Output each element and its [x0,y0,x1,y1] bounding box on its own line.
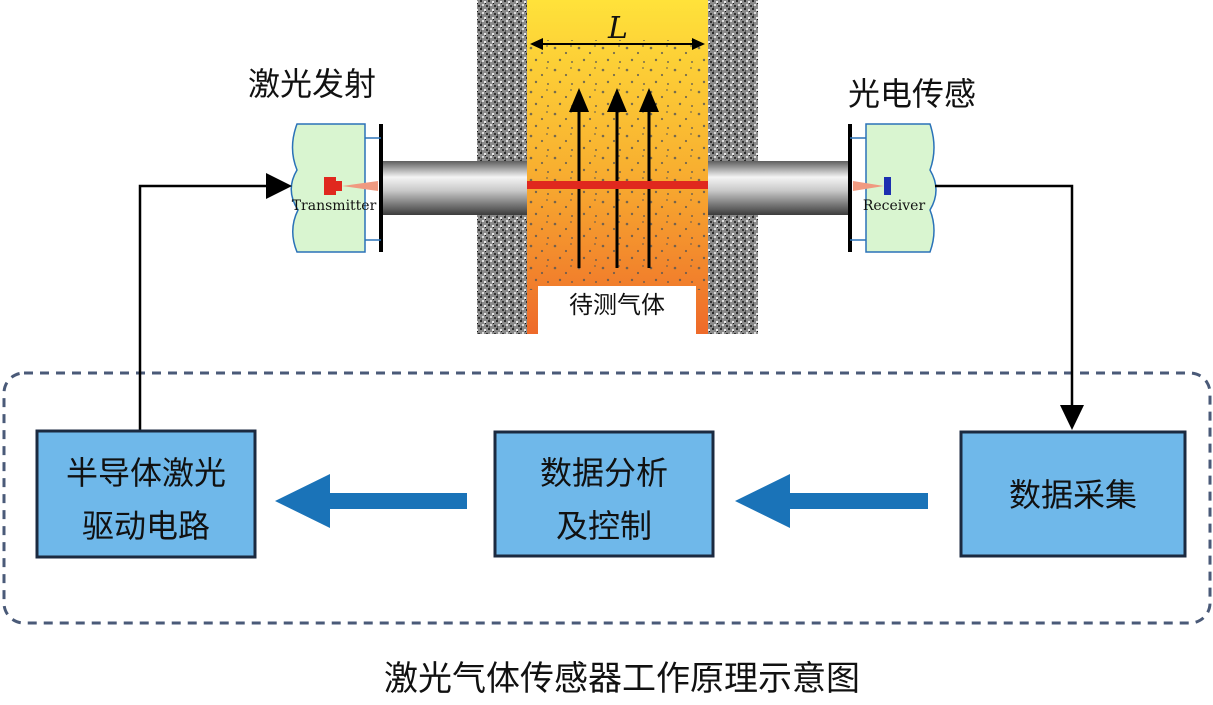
left-tube [381,161,527,215]
flow-arrow-analysis-to-driver [275,474,467,528]
acquisition-box-text: 数据采集 [1009,476,1137,514]
driver-to-transmitter-line [138,184,268,432]
transmitter-module: Transmitter [290,123,383,253]
path-length-label: L [607,11,628,46]
receiver-cone [853,181,884,191]
laser-beam [527,181,708,189]
driver-to-transmitter-head [266,173,292,199]
transmitter-label: Transmitter [292,198,377,214]
path-length-head-left [530,38,543,50]
laser-cone [342,181,378,191]
path-length-head-right [692,38,705,50]
gas-chamber: 待测气体 L [477,0,758,334]
gas-label: 待测气体 [569,291,665,319]
receiver-label: Receiver [863,198,926,214]
data-acquisition-box: 数据采集 [959,430,1187,558]
gas-inlet-opening [538,286,696,334]
photo-sense-label: 光电传感 [848,75,976,113]
receiver-module: Receiver [848,123,937,253]
figure-caption: 激光气体传感器工作原理示意图 [384,659,860,699]
analysis-box-line2: 及控制 [556,507,652,545]
receiver-to-acquisition-head [1060,405,1084,430]
analysis-control-box: 数据分析 及控制 [493,430,715,558]
flow-arrow-acquisition-to-analysis [735,474,928,528]
analysis-box-line1: 数据分析 [540,454,668,492]
right-tube [708,161,850,215]
laser-emitter-icon [324,177,336,195]
photodetector-icon [884,177,891,195]
system-boundary [2,371,1212,625]
laser-emit-label: 激光发射 [248,65,376,103]
driver-box-line1: 半导体激光 [66,454,226,492]
driver-circuit-box: 半导体激光 驱动电路 [35,429,257,559]
driver-box-line2: 驱动电路 [82,507,210,545]
receiver-to-acquisition-line [935,184,1074,408]
